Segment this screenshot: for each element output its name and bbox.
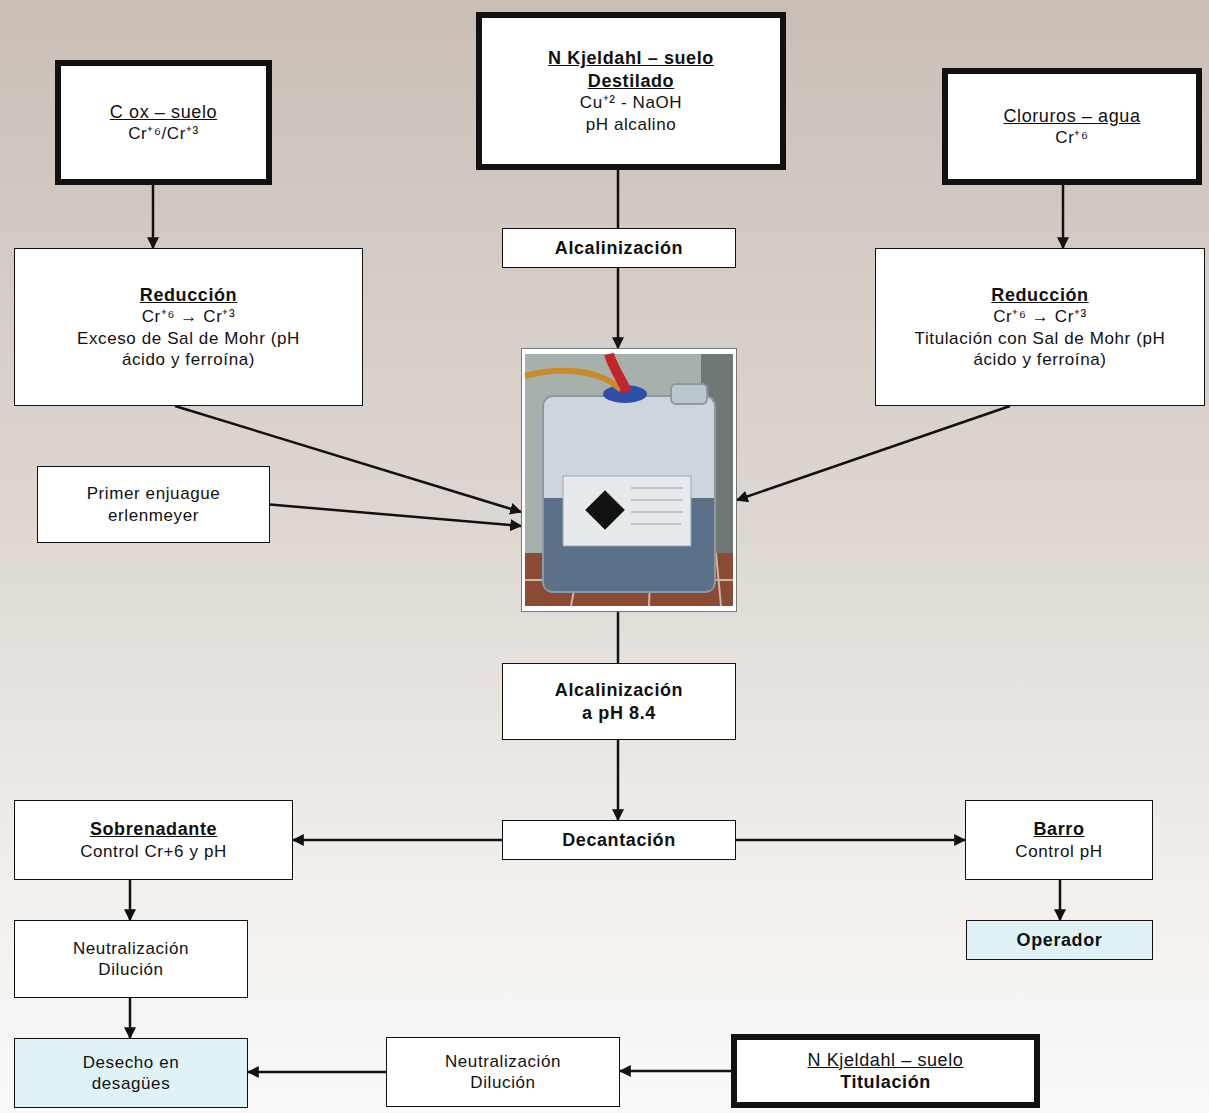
process-box: Alcalinización a pH 8.4 — [502, 663, 736, 740]
box-text: Alcalinización — [555, 237, 683, 260]
box-text: Exceso de Sal de Mohr (pH ácido y ferroí… — [76, 328, 301, 371]
flow-arrow — [152, 185, 155, 248]
flow-arrow — [617, 740, 620, 820]
box-text: Titulación con Sal de Mohr (pH ácido y f… — [911, 328, 1169, 371]
box-text: Operador — [1017, 929, 1103, 952]
source-box: C ox – sueloCr⁺⁶/Cr⁺³ — [55, 60, 272, 185]
box-text: Decantación — [562, 829, 676, 852]
box-heading: Sobrenadante — [90, 818, 217, 841]
flow-arrow — [129, 998, 132, 1038]
terminal-box: Desecho en desagües — [14, 1038, 248, 1108]
box-text: Cu⁺² - NaOH — [580, 92, 682, 113]
box-text: Control Cr+6 y pH — [80, 841, 227, 862]
process-box: Neutralización Dilución — [386, 1037, 620, 1107]
flow-arrow — [617, 612, 620, 663]
process-box: ReducciónCr⁺⁶ → Cr⁺³Exceso de Sal de Moh… — [14, 248, 363, 406]
process-box: Alcalinización — [502, 228, 736, 268]
box-heading: Barro — [1033, 818, 1084, 841]
box-text: Neutralización Dilución — [423, 1051, 583, 1094]
terminal-box: Operador — [966, 920, 1153, 960]
flow-arrow — [736, 839, 965, 842]
box-heading: N Kjeldahl – suelo — [548, 47, 714, 70]
flow-arrow — [620, 1070, 731, 1073]
box-heading: Reducción — [991, 284, 1088, 307]
source-box: N Kjeldahl – sueloTitulación — [731, 1034, 1040, 1108]
source-box: Cloruros – aguaCr⁺⁶ — [942, 68, 1202, 185]
box-text: Cr⁺⁶/Cr⁺³ — [128, 123, 199, 144]
photo-frame — [521, 348, 737, 612]
process-box: Decantación — [502, 820, 736, 860]
process-box: BarroControl pH — [965, 800, 1153, 880]
box-text: Cr⁺⁶ → Cr⁺³ — [993, 306, 1087, 327]
box-text: Primer enjuague erlenmeyer — [54, 483, 254, 526]
flow-arrow — [129, 880, 132, 920]
box-heading: N Kjeldahl – suelo — [808, 1049, 964, 1072]
box-text: Neutralización Dilución — [51, 938, 211, 981]
container-photo — [521, 348, 737, 612]
process-box: Neutralización Dilución — [14, 920, 248, 998]
box-heading: C ox – suelo — [110, 101, 217, 124]
source-box: N Kjeldahl – sueloDestiladoCu⁺² - NaOHpH… — [476, 12, 786, 170]
process-box: Primer enjuague erlenmeyer — [37, 466, 270, 543]
process-box: ReducciónCr⁺⁶ → Cr⁺³Titulación con Sal d… — [875, 248, 1205, 406]
box-text: Alcalinización a pH 8.4 — [549, 679, 689, 724]
flow-arrow — [270, 505, 521, 527]
box-text: Desecho en desagües — [66, 1052, 196, 1095]
box-heading: Destilado — [588, 70, 674, 93]
flow-arrow — [1059, 880, 1062, 920]
flow-arrow — [1062, 185, 1065, 248]
box-text: Control pH — [1015, 841, 1102, 862]
box-heading: Reducción — [140, 284, 237, 307]
box-text: Cr⁺⁶ — [1055, 127, 1088, 148]
flow-arrow — [737, 406, 1010, 500]
flow-arrow — [617, 268, 620, 348]
flow-arrow — [293, 839, 502, 842]
flow-arrow — [617, 170, 620, 228]
process-box: SobrenadanteControl Cr+6 y pH — [14, 800, 293, 880]
box-text: pH alcalino — [586, 114, 677, 135]
box-text: Cr⁺⁶ → Cr⁺³ — [142, 306, 236, 327]
box-heading: Cloruros – agua — [1003, 105, 1140, 128]
box-text: Titulación — [840, 1071, 931, 1094]
flow-arrow — [248, 1071, 386, 1074]
